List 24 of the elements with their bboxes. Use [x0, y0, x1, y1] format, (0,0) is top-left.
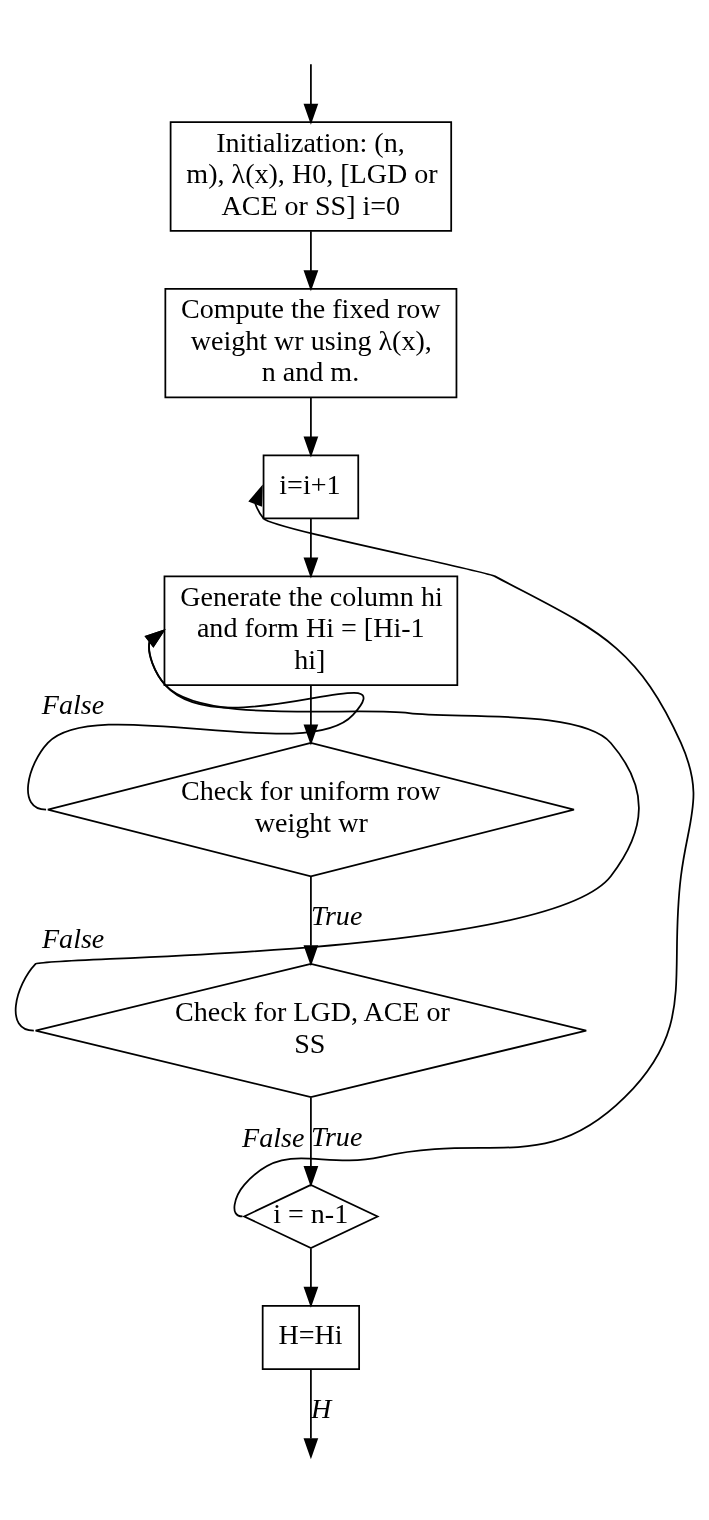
arrow: [303, 1368, 319, 1459]
edge-label: False: [242, 1121, 305, 1153]
arrow: [303, 63, 319, 125]
edge-label: False: [41, 688, 105, 720]
edge-label: True: [310, 899, 363, 931]
arrow: [14, 628, 640, 1031]
arrow: [303, 517, 319, 579]
arrow: [27, 628, 364, 810]
node-box: H=Hi: [261, 1304, 360, 1370]
node-diamond: Check for LGD, ACE or SS: [34, 962, 588, 1098]
node-box: Compute the fixed row weight wr using λ(x), n and m.: [164, 287, 458, 398]
arrow: [303, 229, 319, 291]
node-diamond: i = n-1: [242, 1183, 380, 1249]
edge-label: True: [310, 1120, 363, 1152]
edge-label: False: [41, 922, 105, 954]
arrow: [303, 1096, 319, 1187]
arrow: [233, 483, 695, 1217]
node-box: i=i+1: [262, 453, 360, 519]
arrow: [303, 683, 319, 745]
node-box: Generate the column hi and form Hi = [Hi-1 hi]: [163, 575, 459, 686]
arrow: [303, 1247, 319, 1308]
arrow: [303, 396, 319, 457]
node-box: Initialization: (n, m), λ(x), H0, [LGD or ACE or SS] i=0: [169, 120, 453, 232]
node-diamond: Check for uniform row weight wr: [46, 741, 575, 877]
